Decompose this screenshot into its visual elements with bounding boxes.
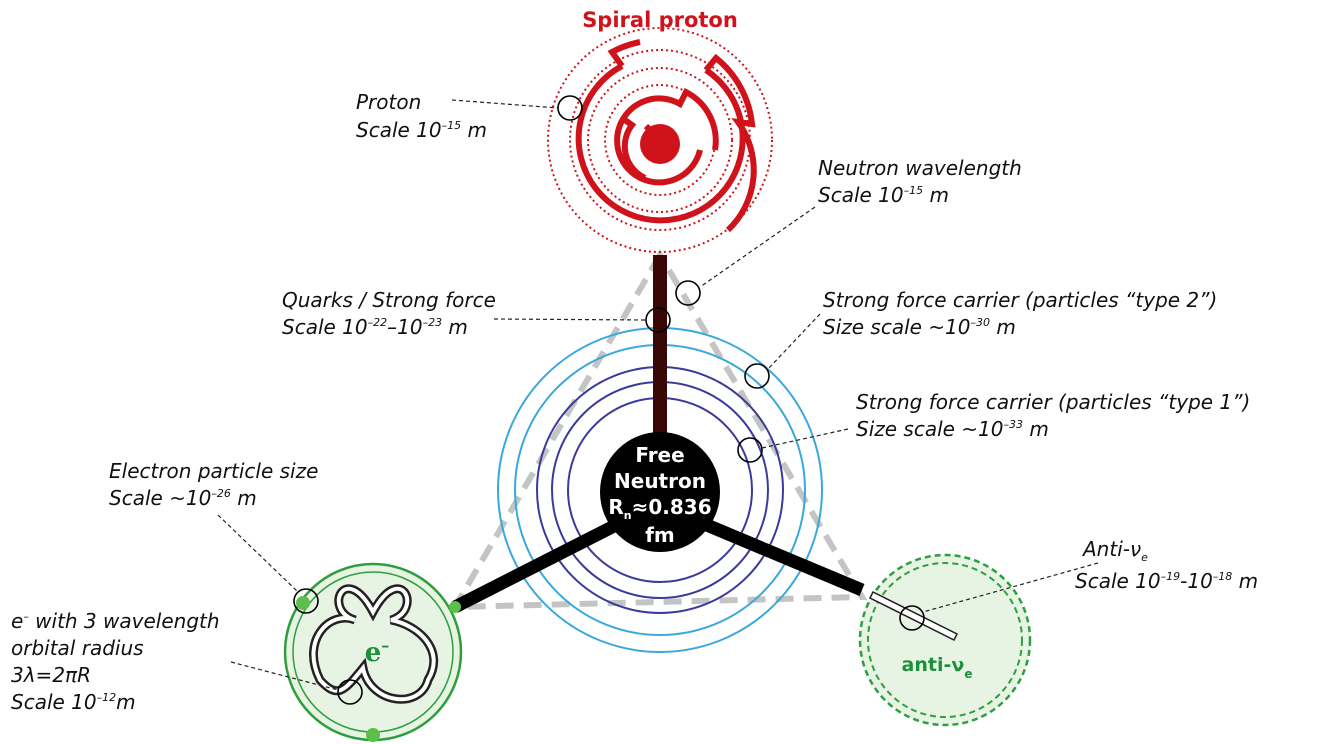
label-carrier-type1: Strong force carrier (particles “type 1”… bbox=[856, 390, 1250, 441]
svg-text:Quarks / Strong force: Quarks / Strong force bbox=[282, 288, 496, 312]
label-carrier-type2: Strong force carrier (particles “type 2”… bbox=[823, 288, 1217, 339]
svg-text:Size scale ~10–30 m: Size scale ~10–30 m bbox=[823, 315, 1016, 339]
label-electron-size: Electron particle size Scale ~10–26 m bbox=[109, 459, 318, 510]
svg-text:Size scale ~10–33 m: Size scale ~10–33 m bbox=[856, 417, 1049, 441]
quark-rod-left bbox=[452, 517, 623, 613]
svg-text:Scale 10–22–10–23 m: Scale 10–22–10–23 m bbox=[282, 315, 468, 339]
quark-rod-right bbox=[699, 517, 865, 596]
svg-text:Scale 10–15 m: Scale 10–15 m bbox=[356, 118, 487, 142]
svg-text:Scale 10–15 m: Scale 10–15 m bbox=[818, 183, 949, 207]
svg-text:3λ=2πR: 3λ=2πR bbox=[11, 663, 91, 687]
antinu-symbol: anti-νe bbox=[902, 654, 973, 681]
svg-text:Neutron wavelength: Neutron wavelength bbox=[818, 156, 1022, 180]
svg-text:Anti-νe: Anti-νe bbox=[1081, 537, 1148, 564]
svg-text:Scale 10–12m: Scale 10–12m bbox=[11, 690, 136, 714]
electron-system bbox=[283, 562, 463, 742]
label-quarks: Quarks / Strong force Scale 10–22–10–23 … bbox=[282, 288, 496, 339]
connection-triangle bbox=[449, 249, 868, 611]
label-electron-orbit: e– with 3 wavelength orbital radius 3λ=2… bbox=[11, 609, 220, 714]
leader-lines bbox=[217, 99, 1099, 691]
neutron-core bbox=[600, 432, 720, 552]
electron-particle bbox=[296, 596, 310, 610]
label-proton: Proton Scale 10–15 m bbox=[356, 90, 487, 142]
svg-text:Strong force carrier (particl: Strong force carrier (particles “type 2”… bbox=[823, 288, 1217, 312]
svg-text:e– with 3 wavelength: e– with 3 wavelength bbox=[11, 609, 220, 633]
core-line-4: fm bbox=[645, 523, 675, 547]
antineutrino-system bbox=[858, 553, 1032, 727]
label-neutron-wavelength: Neutron wavelength Scale 10–15 m bbox=[818, 156, 1022, 207]
core-line-1: Free bbox=[635, 443, 684, 467]
electron-symbol: e– bbox=[365, 636, 390, 668]
svg-text:Strong force carrier (particl: Strong force carrier (particles “type 1”… bbox=[856, 390, 1250, 414]
svg-text:Scale 10–19-10–18 m: Scale 10–19-10–18 m bbox=[1075, 569, 1258, 593]
marker-circles bbox=[293, 95, 925, 705]
diagram-title: Spiral proton bbox=[582, 8, 738, 32]
svg-text:orbital radius: orbital radius bbox=[11, 636, 144, 660]
core-line-2: Neutron bbox=[614, 469, 706, 493]
svg-text:Scale ~10–26 m: Scale ~10–26 m bbox=[109, 486, 257, 510]
core-line-3: Rn≈0.836 bbox=[608, 495, 711, 522]
label-antinu: Anti-νe Scale 10–19-10–18 m bbox=[1075, 537, 1258, 593]
svg-text:Proton: Proton bbox=[356, 90, 421, 114]
svg-text:Electron particle size: Electron particle size bbox=[109, 459, 318, 483]
spiral-proton bbox=[547, 27, 773, 253]
